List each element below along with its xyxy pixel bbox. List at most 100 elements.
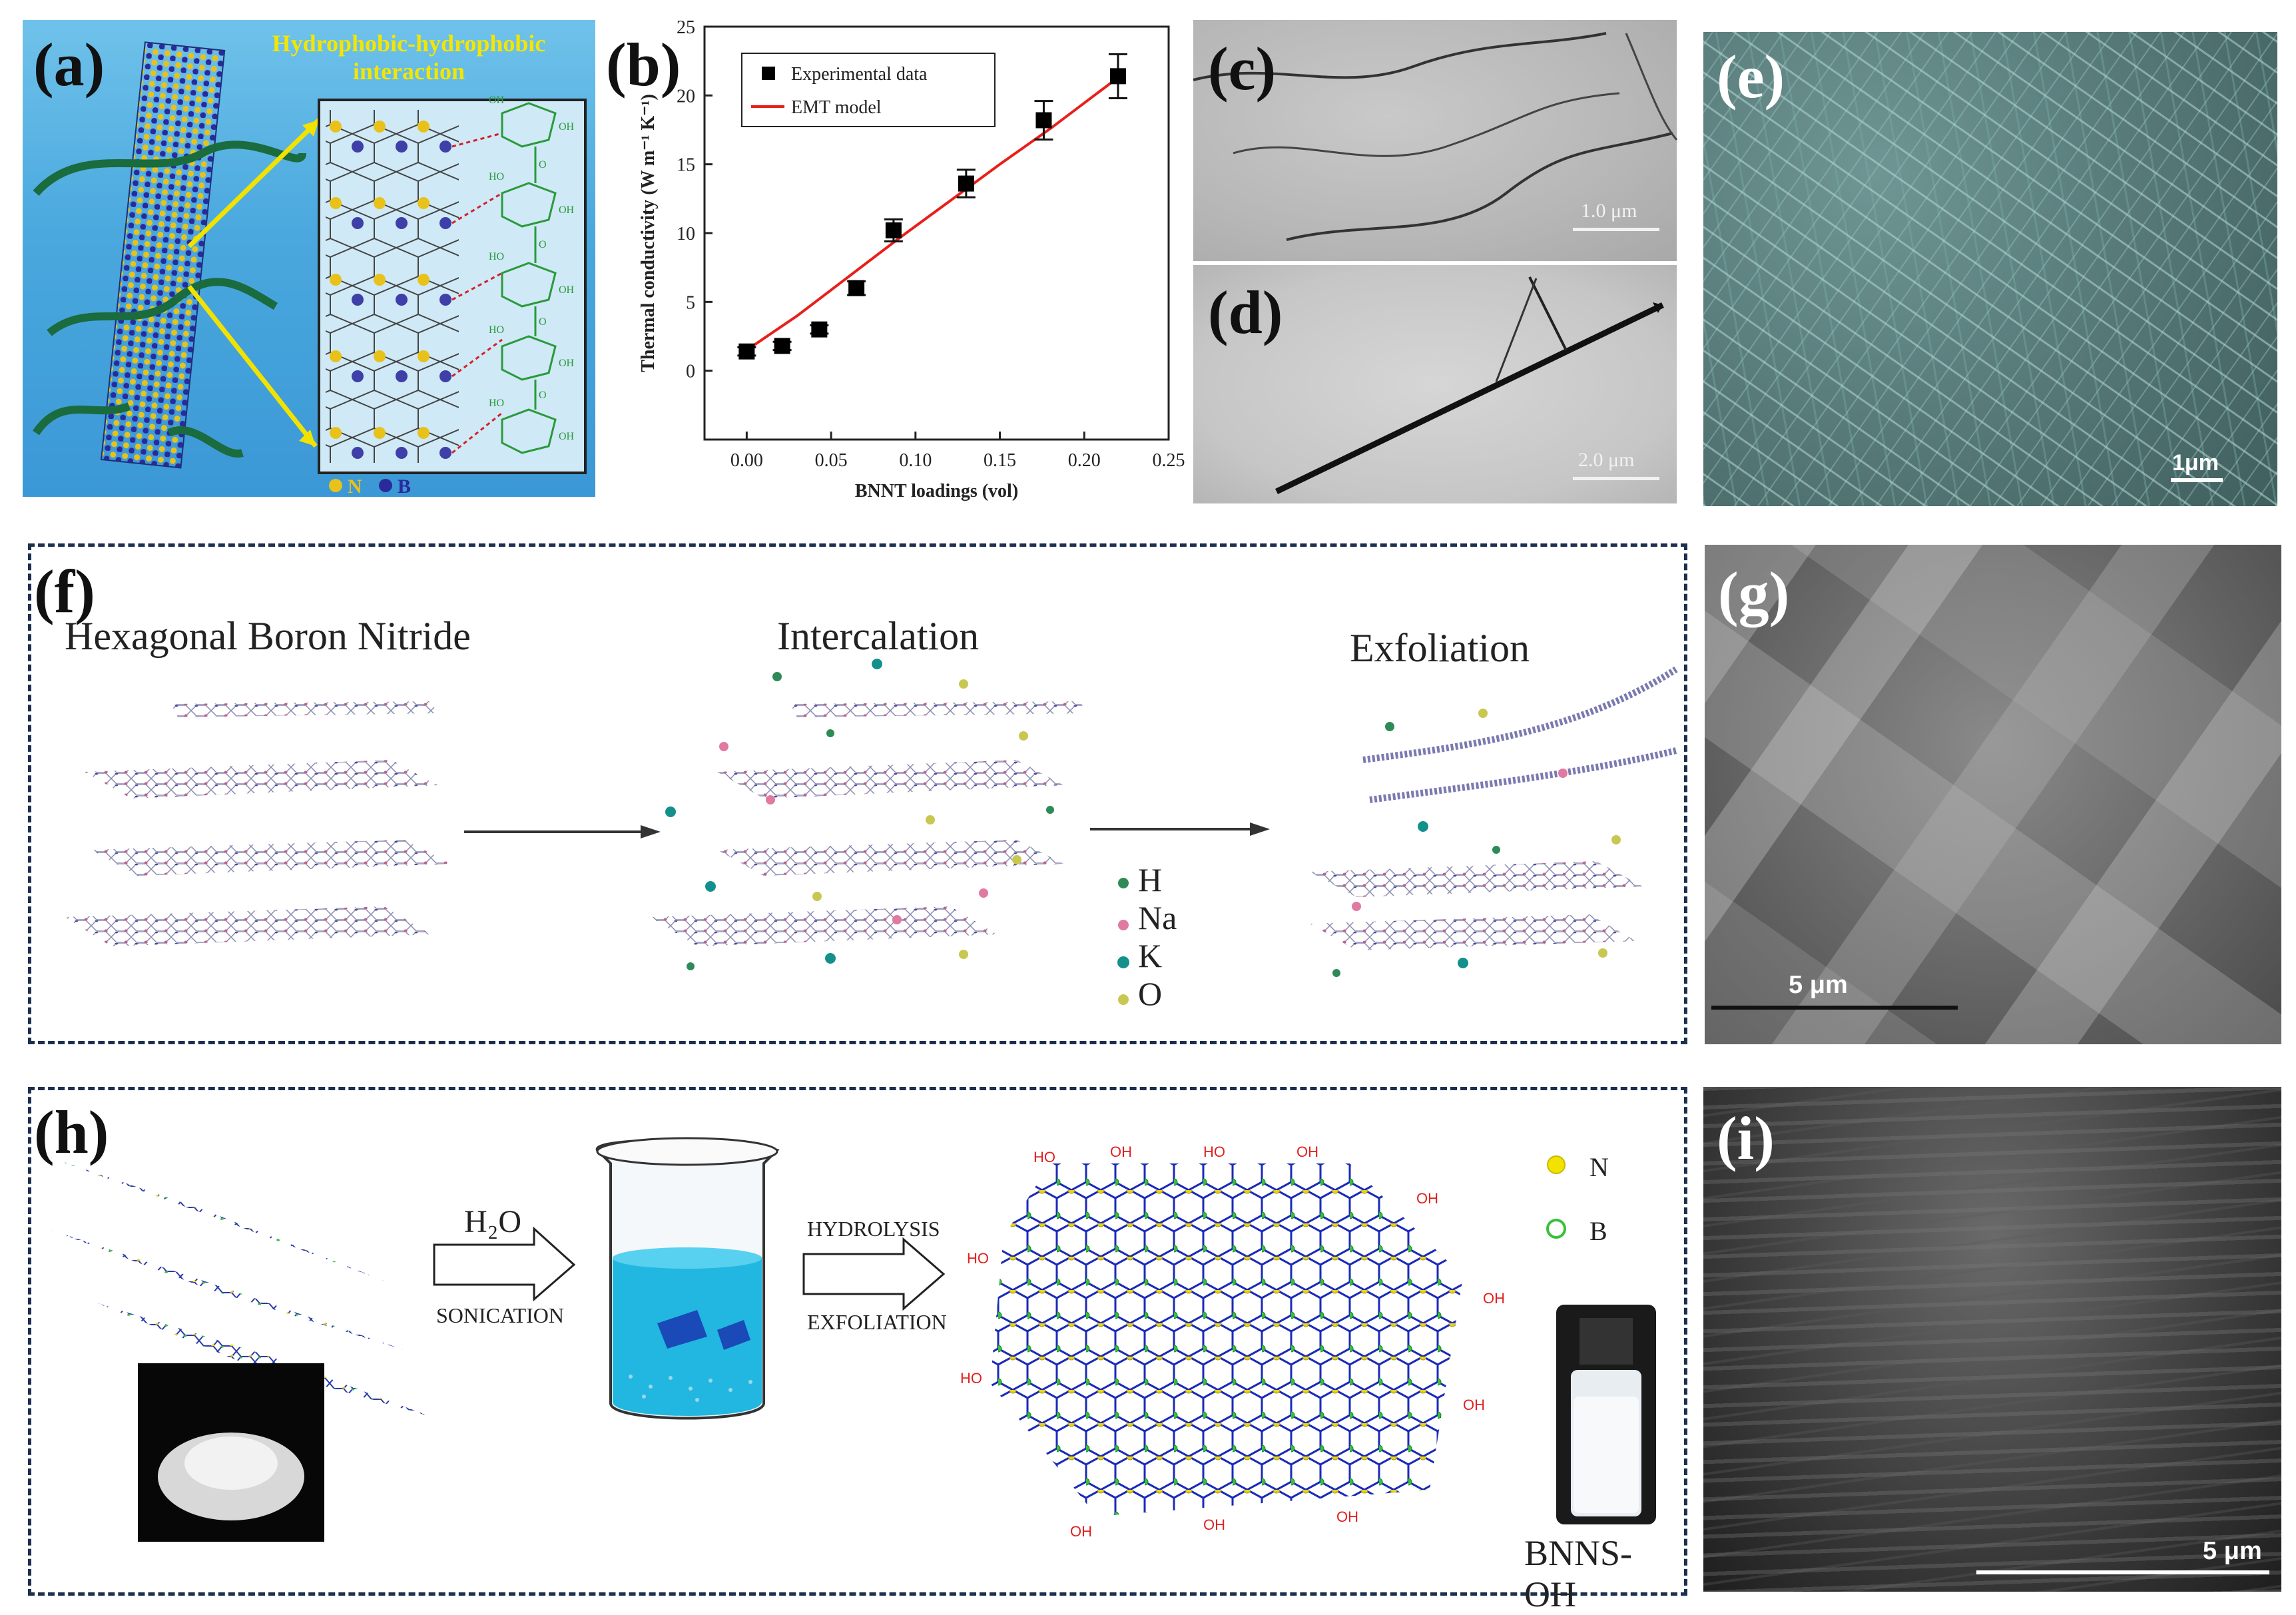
x-tick-label: 0.25 [1153, 450, 1185, 471]
panel-d: 2.0 μm (d) [1193, 265, 1677, 503]
arrow-hydrolysis [802, 1237, 946, 1311]
hydroxyl-label: OH [1070, 1523, 1092, 1540]
hydroxyl-label: HO [1203, 1143, 1225, 1160]
legend-n: N [348, 476, 362, 497]
panel-label-g: (g) [1718, 559, 1790, 627]
exfoliation-schematic [65, 659, 1678, 1005]
stage-intercalation: Intercalation [777, 614, 980, 658]
hydroxyl-label: HO [489, 398, 504, 409]
hydroxyl-label: HO [960, 1370, 982, 1387]
legend-marker-experimental [762, 67, 775, 80]
y-tick-label: 0 [686, 362, 695, 382]
sem-layered-texture [1703, 1087, 2281, 1592]
legend-h-marker [1118, 878, 1129, 888]
ion-legend: H Na K O [1138, 861, 1177, 1013]
hydroxyl-label: OH [1203, 1516, 1225, 1533]
nanotube-body [101, 42, 225, 468]
scale-bar-c [1573, 228, 1659, 231]
bnns-oh-lattice [990, 1163, 1463, 1516]
panel-label-f: (f) [34, 557, 95, 625]
panel-label-h: (h) [34, 1098, 109, 1166]
label-exfoliation: EXFOLIATION [807, 1310, 947, 1334]
hydroxyl-label: OH [1296, 1143, 1318, 1160]
panel-label-a: (a) [33, 31, 105, 99]
x-tick-label: 0.15 [984, 450, 1016, 471]
hydroxyl-label: OH [1416, 1190, 1438, 1207]
legend-na: Na [1138, 899, 1177, 936]
oxygen-label: O [539, 390, 547, 401]
panel-label-b: (b) [606, 31, 681, 99]
hydroxyl-label: OH [1336, 1508, 1358, 1525]
x-axis-label: BNNT loadings (vol) [855, 481, 1018, 501]
hydroxyl-label: OH [1110, 1143, 1132, 1160]
data-point [885, 222, 902, 238]
panel-a-title: Hydrophobic-hydrophobic interaction [222, 29, 595, 85]
data-point [848, 280, 865, 296]
legend-o: O [1138, 975, 1163, 1012]
hydroxyl-label: HO [1033, 1149, 1055, 1165]
stage-exfoliation: Exfoliation [1350, 626, 1530, 670]
oxygen-label: O [539, 159, 547, 170]
panel-label-c: (c) [1208, 35, 1277, 103]
hydroxyl-label: OH [559, 121, 575, 133]
legend-b: B [1589, 1216, 1607, 1246]
scale-bar-e [2171, 478, 2223, 482]
panel-c: 1.0 μm (c) [1193, 20, 1678, 261]
y-tick-label: 5 [686, 292, 695, 313]
legend-label-emt: EMT model [791, 97, 882, 118]
scale-label-c: 1.0 μm [1581, 200, 1637, 222]
legend-k-marker [1117, 956, 1129, 968]
legend-o-marker [1118, 994, 1129, 1005]
y-tick-label: 10 [677, 224, 695, 244]
panel-e: 1μm (e) [1703, 32, 2277, 506]
oxygen-label: O [539, 316, 547, 328]
sem-fibers-texture [1703, 32, 2277, 506]
hydroxyl-label: OH [489, 95, 505, 106]
x-tick-label: 0.10 [899, 450, 932, 471]
panel-label-e: (e) [1717, 43, 1785, 111]
hydroxyl-label: OH [559, 284, 575, 296]
data-point [1109, 68, 1126, 85]
legend-b: B [398, 476, 411, 497]
panel-label-d: (d) [1208, 278, 1283, 346]
panel-a-title-line1: Hydrophobic-hydrophobic [272, 30, 546, 57]
scale-label-e: 1μm [2172, 450, 2219, 476]
tem-image-cracks [1193, 32, 1678, 241]
data-point [811, 321, 828, 338]
scale-label-d: 2.0 μm [1578, 449, 1635, 471]
product-label: BNNS-OH [1524, 1533, 1633, 1614]
scale-label-g: 5 μm [1789, 971, 1848, 999]
hydroxyl-label: OH [559, 358, 575, 369]
hydroxyl-label: OH [559, 204, 575, 216]
data-point [774, 338, 790, 354]
hydroxyl-label: HO [489, 171, 504, 182]
hydroxyl-label: HO [967, 1250, 989, 1267]
oxygen-label: O [539, 239, 547, 250]
x-tick-label: 0.20 [1068, 450, 1101, 471]
scale-bar-i [1976, 1570, 2269, 1574]
hydrolysis-schematic [45, 1137, 1656, 1542]
hydroxyl-label: OH [1483, 1290, 1505, 1307]
legend-h: H [1138, 861, 1163, 898]
stage-hexagonal-bn: Hexagonal Boron Nitride [65, 614, 471, 658]
hydroxyl-label: HO [489, 251, 504, 262]
data-point [1035, 112, 1052, 129]
panel-g: 5 μm (g) [1705, 545, 2281, 1044]
label-water: H₂O [464, 1204, 522, 1239]
y-tick-label: 20 [677, 86, 695, 107]
panel-a-title-line2: interaction [353, 58, 465, 85]
y-axis-label: Thermal conductivity (W m⁻¹ K⁻¹) [638, 94, 659, 372]
legend-label-experimental: Experimental data [791, 64, 928, 85]
scale-bar-d [1573, 477, 1659, 480]
hydroxyl-label: HO [489, 324, 504, 336]
emt-model-line [746, 76, 1119, 352]
sem-flakes-texture [1705, 545, 2281, 1044]
legend-k: K [1138, 937, 1163, 974]
x-tick-label: 0.05 [815, 450, 848, 471]
legend-box [741, 53, 996, 127]
panel-a: OH OH HO OH HO OH HO OH HO OH O O O O N … [23, 20, 595, 497]
scale-label-i: 5 μm [2203, 1537, 2262, 1565]
data-point [958, 175, 974, 192]
